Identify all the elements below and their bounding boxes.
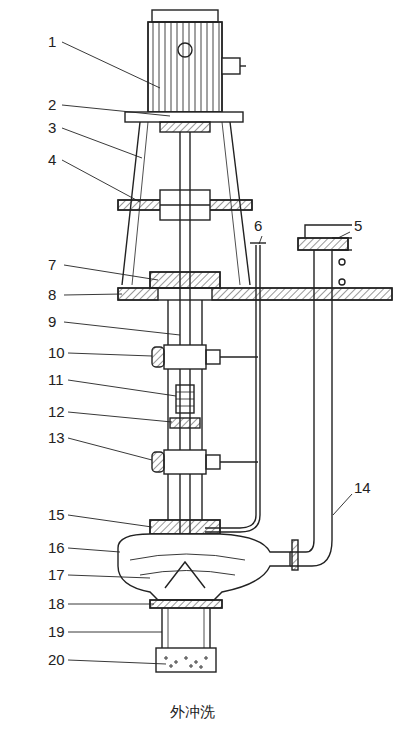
callout-number: 17 — [48, 566, 65, 584]
callout-number: 3 — [48, 119, 56, 137]
callout-number: 7 — [48, 256, 56, 274]
callout-number: 2 — [48, 96, 56, 114]
callout-number: 9 — [48, 313, 56, 331]
callout-number: 11 — [48, 371, 64, 389]
callout-number: 13 — [48, 429, 65, 447]
callout-number: 20 — [48, 651, 65, 669]
callout-number: 10 — [48, 344, 65, 362]
callout-number: 12 — [48, 403, 65, 421]
callout-number: 18 — [48, 595, 65, 613]
callout-number: 6 — [254, 217, 262, 235]
callout-number: 4 — [48, 151, 56, 169]
callout-number: 16 — [48, 539, 65, 557]
caption: 外冲洗 — [170, 703, 215, 721]
callout-number: 15 — [48, 506, 65, 524]
callout-number: 19 — [48, 623, 65, 641]
leader-lines — [62, 42, 352, 664]
callout-number: 5 — [354, 217, 362, 235]
callout-number: 1 — [48, 33, 56, 51]
callout-number: 14 — [354, 479, 371, 497]
callout-number: 8 — [48, 286, 56, 304]
